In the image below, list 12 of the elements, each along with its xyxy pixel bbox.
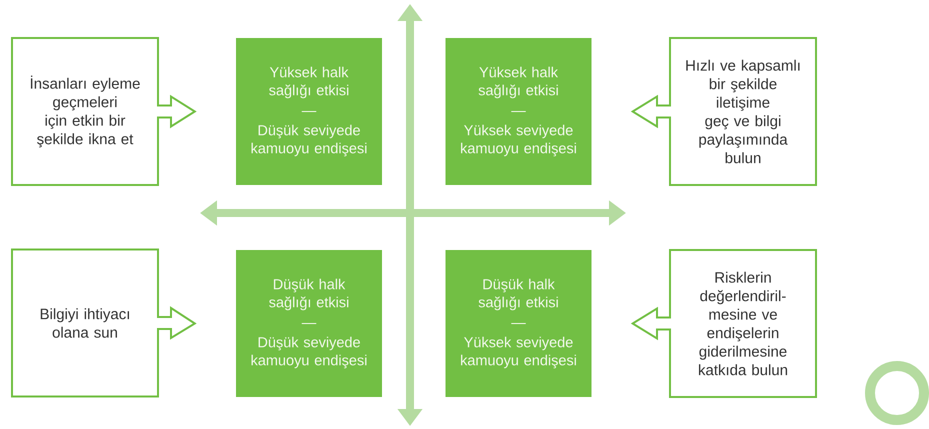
action-box: Hızlı ve kapsamlı bir şekilde iletişime geç ve bilgi paylaşımında bulun <box>669 37 817 186</box>
quadrant-box: Düşük halk sağlığı etkisi — Yüksek seviyede kamuoyu endişesi <box>446 250 592 397</box>
block-arrow <box>156 306 197 340</box>
block-arrow <box>156 94 197 128</box>
block-arrow <box>630 94 672 128</box>
quadrant-box: Düşük halk sağlığı etkisi — Düşük seviyede kamuoyu endişesi <box>236 250 382 397</box>
quadrant-box: Yüksek halk sağlığı etkisi — Yüksek seviyede kamuoyu endişesi <box>446 38 592 185</box>
action-box: İnsanları eyleme geçmeleri için etkin bir şekilde ikna et <box>11 37 159 186</box>
action-box: Risklerin değerlendiril- mesine ve endişelerin giderilmesine katkıda bulun <box>669 249 817 398</box>
action-box: Bilgiyi ihtiyacı olana sun <box>11 248 159 398</box>
block-arrow <box>630 306 672 340</box>
quadrant-box: Yüksek halk sağlığı etkisi — Düşük seviyede kamuoyu endişesi <box>236 38 382 185</box>
